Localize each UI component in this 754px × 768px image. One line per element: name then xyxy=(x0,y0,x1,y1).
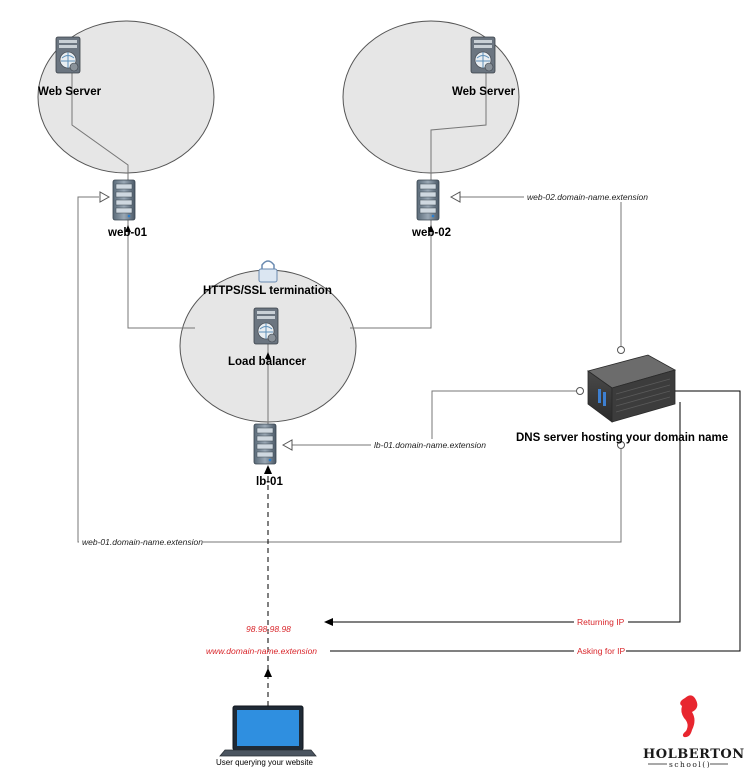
web01-server-icon xyxy=(112,179,136,221)
user-to-lb-arrowhead xyxy=(264,465,272,474)
load-balancer-icon xyxy=(253,307,279,345)
web-server-right-label: Web Server xyxy=(452,86,516,98)
web01-to-webserver-line xyxy=(71,70,129,185)
dns-to-lb01-line xyxy=(283,390,578,446)
returning-ip-label: Returning IP xyxy=(577,617,625,627)
web01-label: web-01 xyxy=(107,227,148,239)
seahorse-icon xyxy=(680,695,698,738)
dns-port-left xyxy=(576,387,584,395)
padlock-icon xyxy=(258,260,278,283)
lb01-domain-label: lb-01.domain-name.extension xyxy=(374,440,486,450)
arrowhead-web02 xyxy=(449,191,461,203)
web-server-right-icon xyxy=(470,36,496,74)
client-ip-label: 98.98.98.98 xyxy=(246,624,291,634)
holberton-logo: HOLBERTON school() xyxy=(643,695,745,768)
user-label: User querying your website xyxy=(216,758,313,767)
ssl-termination-label: HTTPS/SSL termination xyxy=(203,285,332,297)
lb-to-web02-line xyxy=(350,215,432,329)
returning-ip-arrowhead xyxy=(324,618,333,626)
dns-port-bottom xyxy=(617,441,625,449)
web01-domain-label: web-01.domain-name.extension xyxy=(82,537,203,547)
logo-sub: school() xyxy=(669,760,711,768)
lb01-server-icon xyxy=(253,423,277,465)
lb-up-arrowhead xyxy=(265,352,271,359)
web02-domain-label: web-02.domain-name.extension xyxy=(527,192,648,202)
web01-up-arrowhead xyxy=(125,225,131,232)
user-up-arrowhead xyxy=(264,668,272,677)
dns-server-icon xyxy=(587,354,677,423)
client-domain-label: www.domain-name.extension xyxy=(206,646,317,656)
laptop-icon xyxy=(219,705,317,757)
web-server-left-zone xyxy=(37,20,215,174)
dns-server-label: DNS server hosting your domain name xyxy=(516,432,728,444)
load-balancer-label: Load balancer xyxy=(228,356,306,368)
web02-label: web-02 xyxy=(411,227,451,239)
web02-server-icon xyxy=(416,179,440,221)
asking-ip-label: Asking for IP xyxy=(577,646,626,656)
lb01-label: lb-01 xyxy=(256,476,283,488)
dns-to-web02-line xyxy=(451,196,622,347)
arrowhead-web01 xyxy=(99,191,111,203)
web-server-left-label: Web Server xyxy=(38,86,102,98)
web02-to-webserver-line xyxy=(430,70,487,185)
web-server-left-icon xyxy=(55,36,81,74)
returning-ip-line xyxy=(330,402,681,623)
logo-name: HOLBERTON xyxy=(643,747,745,762)
web02-up-arrowhead xyxy=(428,225,434,232)
dns-port-top xyxy=(617,346,625,354)
dns-to-web01-line xyxy=(77,196,622,543)
connectors xyxy=(71,70,622,543)
lb-to-web01-line xyxy=(127,215,195,329)
arrowhead-lb01 xyxy=(281,439,293,451)
asking-ip-line xyxy=(330,390,741,652)
